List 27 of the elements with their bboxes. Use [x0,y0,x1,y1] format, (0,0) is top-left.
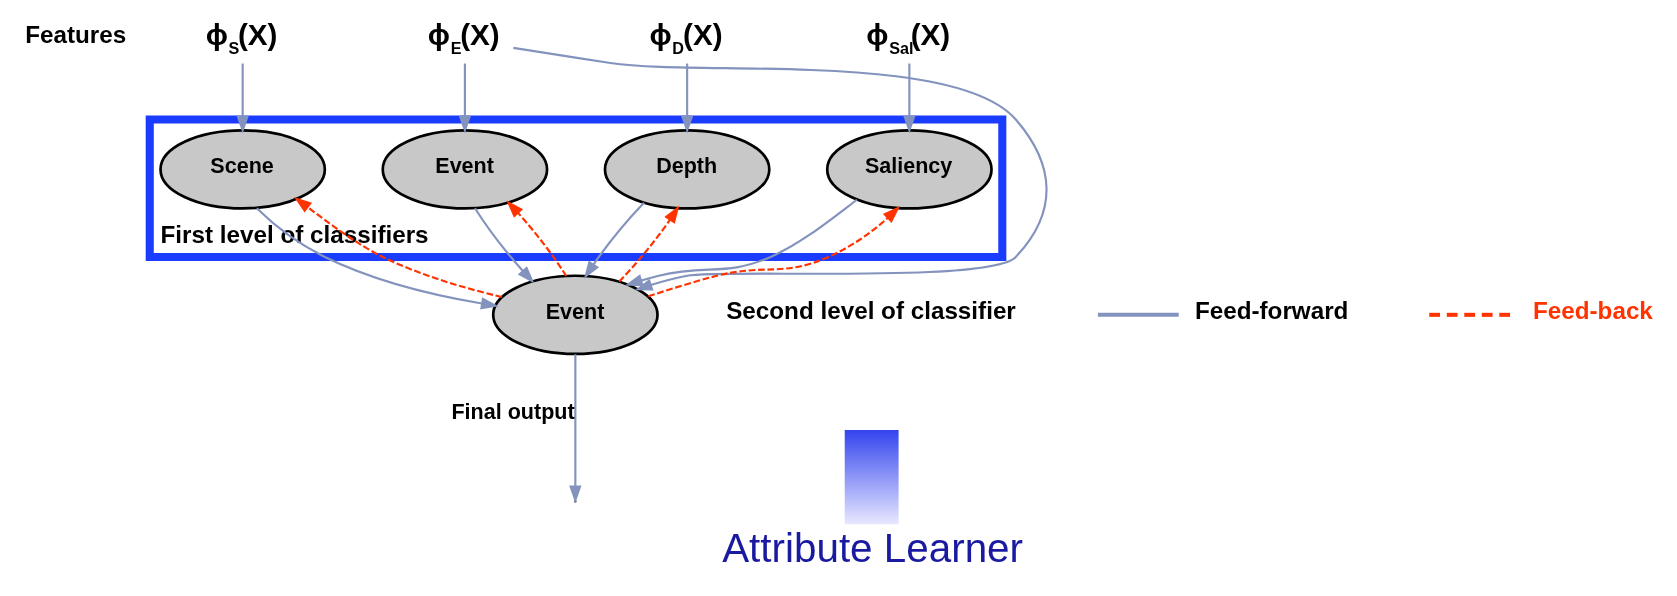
label: Second level of classifier [725,297,1016,325]
legend-label: Feed-back [1532,297,1653,325]
arrow [680,63,693,134]
node-ellipse: Saliency [825,128,993,210]
node-text: ϕ$_{D}$(X) [648,17,723,57]
arrow [255,207,499,310]
arrow [293,197,502,299]
legend-label: Feed-forward [1194,297,1348,325]
node-text: ϕ$_{S}$(X) [205,17,277,57]
node-text: ϕ$_{E}$(X) [427,17,500,57]
arrow [505,200,567,277]
arrow [647,206,900,298]
edge-label: Final output [450,399,575,424]
node-ellipse: Depth [603,128,771,210]
arrow [235,63,249,134]
arrow [902,63,916,134]
arrow [624,198,858,287]
arrow [617,205,679,283]
node-ellipse: Scene [158,128,326,210]
arrow [583,202,645,279]
arrow [512,46,1047,291]
arrow [458,63,471,134]
label: Attribute Learner [721,524,1023,571]
arrow [473,207,534,284]
label: Features [24,21,126,49]
node-text: ϕ$_{Sal}$(X) [865,17,950,57]
node-ellipse: Event [380,128,548,210]
